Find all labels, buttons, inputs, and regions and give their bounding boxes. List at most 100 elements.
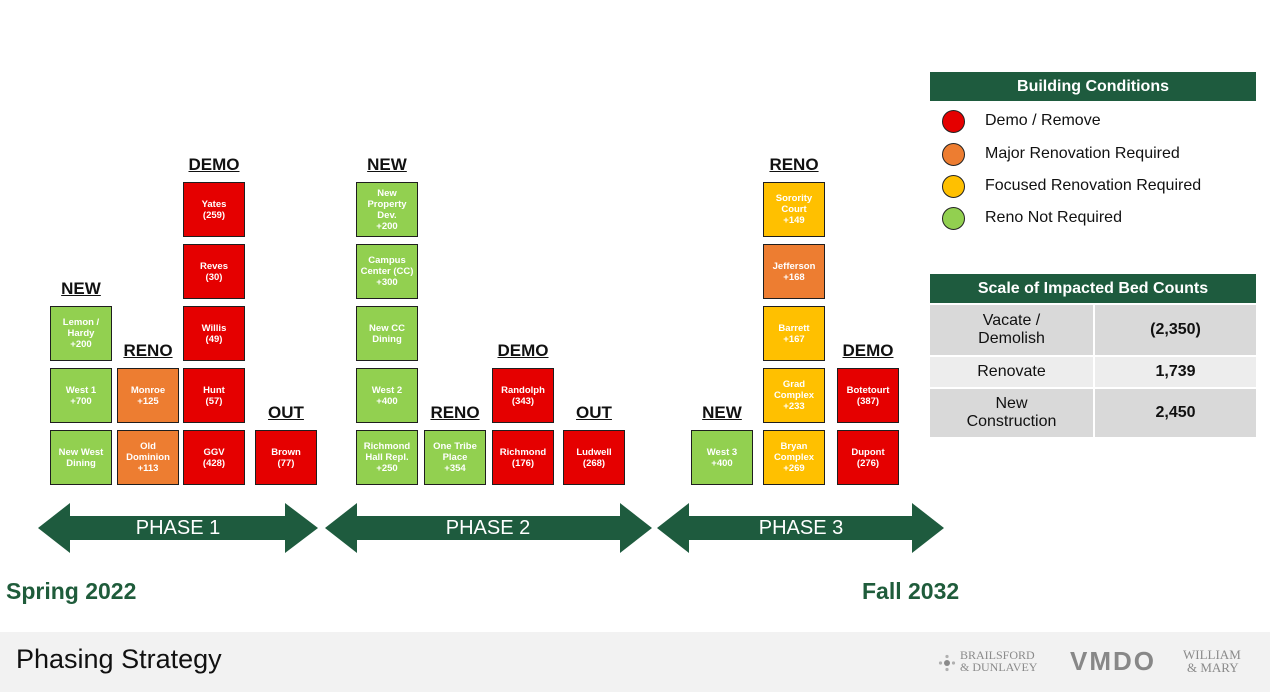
building-name: Campus Center (CC) (360, 255, 414, 277)
bed-count: +167 (783, 333, 805, 345)
legend-label: Reno Not Required (985, 209, 1122, 226)
legend-dot-icon (942, 109, 965, 133)
bed-count: (428) (202, 457, 226, 469)
end-date: Fall 2032 (862, 578, 960, 604)
scale-row-label: Vacate / Demolish (978, 312, 1045, 347)
phase-3-label: PHASE 3 (758, 517, 844, 539)
scale-row-value: 2,450 (1093, 389, 1256, 437)
legend-item-none: Reno Not Required (942, 205, 1122, 231)
bed-count: +400 (711, 457, 733, 469)
building-name: Hunt (203, 384, 225, 396)
building-name: Barrett (778, 322, 810, 334)
bed-count: (276) (856, 457, 880, 469)
bed-count: (49) (205, 333, 223, 345)
building-name: Willis (201, 322, 227, 334)
column-header: DEMO (497, 341, 549, 360)
building-block: Bryan Complex+269 (763, 430, 825, 485)
building-block: Grad Complex+233 (763, 368, 825, 423)
start-date: Spring 2022 (6, 578, 137, 604)
column-header: RENO (430, 403, 480, 422)
building-name: GGV (203, 446, 225, 458)
bed-count: (176) (511, 457, 535, 469)
bed-count: +269 (783, 463, 805, 474)
bed-count: +300 (376, 277, 398, 288)
building-name: Sorority Court (775, 193, 813, 215)
william-mary-logo-line2: & MARY (1187, 660, 1239, 675)
building-name: Reves (200, 260, 228, 272)
building-name: Lemon / Hardy (62, 317, 100, 339)
building-name: One Tribe Place (433, 441, 477, 463)
legend-dot-icon (942, 142, 965, 166)
william-mary-logo: WILLIAM & MARY (1183, 648, 1241, 674)
scale-row-label: Renovate (977, 363, 1046, 380)
building-block: Campus Center (CC)+300 (356, 244, 418, 299)
building-block: Reves(30) (183, 244, 245, 299)
legend-label: Focused Renovation Required (985, 177, 1202, 194)
bed-count: +168 (783, 271, 805, 283)
column-header: RENO (123, 341, 173, 360)
building-block: New Property Dev.+200 (356, 182, 418, 237)
building-block: Brown(77) (255, 430, 317, 485)
column-header: RENO (769, 155, 819, 174)
column-header: NEW (61, 279, 101, 298)
column-header: NEW (702, 403, 742, 422)
building-block: West 1+700 (50, 368, 112, 423)
scale-title: Scale of Impacted Bed Counts (930, 274, 1256, 303)
legend-item-demo: Demo / Remove (942, 108, 1101, 134)
building-block: Willis(49) (183, 306, 245, 361)
bed-count: +125 (137, 395, 159, 407)
legend-label: Demo / Remove (985, 112, 1101, 129)
bed-count: +149 (783, 215, 805, 226)
building-name: New Property Dev. (367, 187, 407, 221)
scale-row-label: New Construction (966, 395, 1057, 430)
building-block: Ludwell(268) (563, 430, 625, 485)
bed-count: +200 (376, 220, 398, 232)
building-name: New CC Dining (369, 322, 405, 345)
phase-2-label: PHASE 2 (445, 517, 531, 539)
column-header: OUT (268, 403, 304, 422)
building-name: Richmond Hall Repl. (363, 441, 411, 463)
bed-count: +113 (137, 463, 159, 474)
legend-item-focused: Focused Renovation Required (942, 173, 1201, 199)
legend-title: Building Conditions (930, 72, 1256, 101)
bed-count: (57) (205, 395, 223, 407)
building-name: New West Dining (58, 446, 104, 469)
building-name: Ludwell (576, 446, 612, 458)
building-block: Botetourt(387) (837, 368, 899, 423)
brailsford-logo: BRAILSFORD & DUNLAVEY (960, 649, 1037, 673)
building-conditions-legend: Building Conditions Demo / Remove Major … (930, 72, 1256, 230)
page-title: Phasing Strategy (16, 644, 222, 674)
phase-1-label: PHASE 1 (135, 517, 221, 539)
bed-count: (30) (205, 271, 223, 283)
bed-count: (259) (202, 209, 226, 221)
bed-count-scale-table: Scale of Impacted Bed Counts Vacate / De… (930, 274, 1256, 437)
brailsford-logo-icon (938, 654, 956, 672)
building-block: West 3+400 (691, 430, 753, 485)
scale-row-value: (2,350) (1093, 305, 1256, 355)
legend-dot-icon (942, 206, 965, 230)
bed-count: +700 (70, 395, 92, 407)
building-block: West 2+400 (356, 368, 418, 423)
brailsford-logo-line2: & DUNLAVEY (960, 660, 1038, 674)
building-block: Randolph(343) (492, 368, 554, 423)
building-name: Richmond (499, 446, 547, 458)
building-block: Richmond(176) (492, 430, 554, 485)
column-header: NEW (367, 155, 407, 174)
building-block: Old Dominion+113 (117, 430, 179, 485)
scale-row-new-construction: New Construction 2,450 (930, 387, 1256, 437)
building-name: Old Dominion (126, 441, 170, 463)
scale-row-renovate: Renovate 1,739 (930, 355, 1256, 387)
building-block: One Tribe Place+354 (424, 430, 486, 485)
vmdo-logo: VMDO (1070, 646, 1156, 676)
legend-item-major: Major Renovation Required (942, 141, 1180, 167)
column-header: DEMO (842, 341, 894, 360)
building-block: Dupont(276) (837, 430, 899, 485)
building-name: Yates (201, 198, 227, 210)
column-header: DEMO (188, 155, 240, 174)
building-block: GGV(428) (183, 430, 245, 485)
building-block: Richmond Hall Repl.+250 (356, 430, 418, 485)
building-block: New CC Dining (356, 306, 418, 361)
scale-row-demolish: Vacate / Demolish (2,350) (930, 303, 1256, 355)
bed-count: (387) (856, 395, 880, 407)
building-name: Botetourt (846, 384, 890, 396)
